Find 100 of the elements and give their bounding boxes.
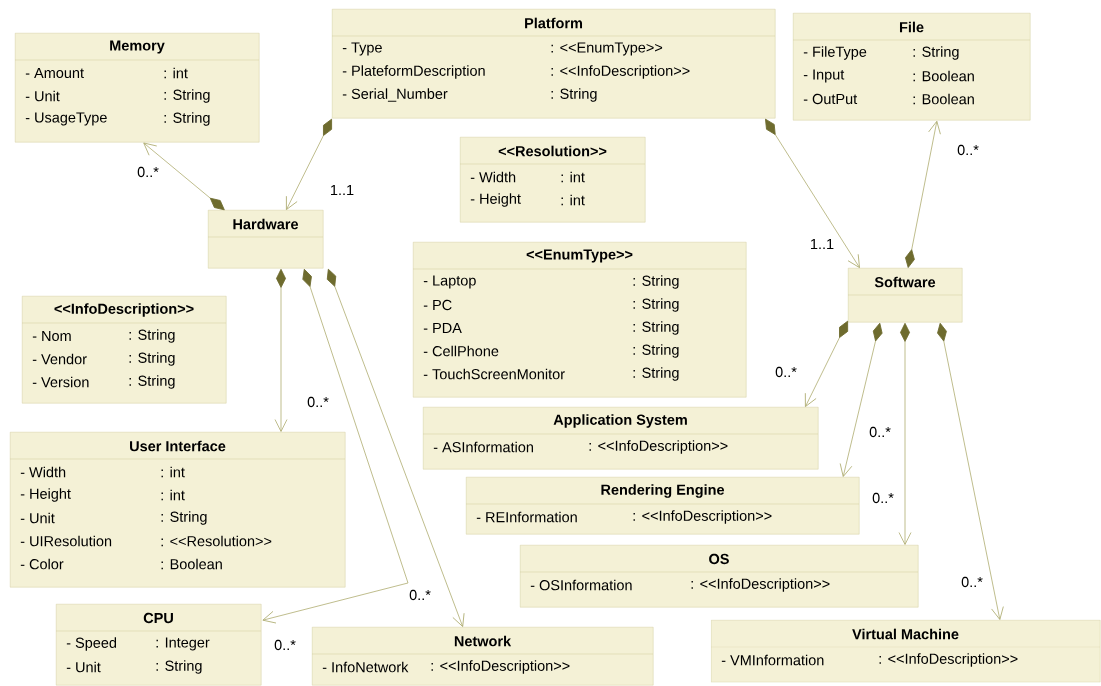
attribute-name: - Type [342, 42, 382, 56]
attribute-type: : String [633, 367, 679, 381]
attribute-type: : String [156, 660, 202, 674]
attribute-type: : String [164, 89, 210, 103]
attribute-name: - Vendor [32, 353, 87, 365]
attribute-type: : <<InfoDescription>> [589, 440, 728, 454]
multiplicity-label: 0..* [960, 575, 984, 589]
attribute-name: - OutPut [803, 93, 858, 105]
composition-arrow [765, 118, 860, 269]
class-box [459, 137, 646, 223]
attribute-name: - FileType [803, 46, 867, 60]
attribute-type: : Boolean [913, 70, 974, 82]
class-name: Software [874, 276, 936, 288]
class-name: Network [454, 635, 512, 647]
multiplicity-label: 0..* [306, 395, 330, 409]
class-name: User Interface [130, 440, 226, 452]
attribute-name: - REInformation [476, 511, 577, 523]
attribute-type: : String [633, 344, 679, 358]
attribute-type: : <<InfoDescription>> [551, 65, 690, 79]
class-box [331, 9, 776, 119]
attribute-name: - Unit [66, 661, 101, 673]
class-box [792, 13, 1031, 121]
multiplicity-label: 0..* [868, 425, 892, 439]
attribute-type: : <<EnumType>> [551, 42, 663, 56]
composition-arrow [839, 322, 883, 477]
attribute-name: - PDA [423, 323, 462, 333]
attribute-type: : String [913, 46, 959, 60]
class-name: Rendering Engine [601, 484, 725, 498]
attribute-type: : int [164, 67, 188, 79]
attribute-name: - UsageType [25, 112, 107, 126]
multiplicity-label: 0..* [871, 491, 895, 505]
attribute-name: - ASInformation [433, 441, 533, 453]
attribute-name: - Unit [25, 90, 60, 102]
multiplicity-label: 0..* [774, 365, 798, 379]
attribute-name: - Nom [32, 330, 71, 342]
attribute-name: - Laptop [423, 275, 476, 289]
multiplicity-label: 0..* [136, 165, 160, 179]
class-name: Platform [525, 17, 582, 29]
attribute-name: - TouchScreenMonitor [423, 368, 565, 380]
attribute-name: - Unit [20, 512, 55, 524]
composition-arrow [262, 268, 409, 624]
attribute-name: - Version [32, 376, 89, 388]
attribute-name: - Amount [25, 67, 84, 79]
attribute-type: : Boolean [161, 558, 222, 570]
class-name: CPU [143, 612, 173, 624]
attribute-name: - OSInformation [530, 579, 632, 591]
attribute-type: : int [161, 466, 185, 478]
class-box [9, 432, 346, 588]
attribute-name: - CellPhone [423, 345, 499, 357]
class-box [847, 268, 963, 323]
composition-arrow [898, 322, 912, 545]
attribute-name: - Color [20, 558, 64, 570]
composition-arrow [937, 322, 1004, 620]
attribute-name: - Width [20, 466, 66, 478]
attribute-type: : String [164, 112, 210, 126]
class-name: <<InfoDescription>> [54, 303, 194, 317]
attribute-type: : <<InfoDescription>> [431, 660, 570, 674]
class-box [14, 33, 260, 143]
class-name: <<Resolution>> [498, 145, 607, 157]
attribute-name: - VMInformation [721, 654, 824, 666]
class-box [55, 604, 262, 686]
composition-arrow [804, 320, 849, 407]
attribute-name: - Serial_Number [342, 88, 448, 102]
class-name: <<EnumType>> [526, 249, 633, 263]
attribute-type: : String [633, 298, 679, 312]
multiplicity-label: 0..* [273, 638, 297, 652]
class-box [21, 296, 227, 404]
multiplicity-label: 0..* [408, 588, 432, 602]
composition-arrow [905, 120, 941, 268]
composition-arrow [286, 118, 332, 210]
class-name: OS [709, 553, 729, 565]
multiplicity-label: 1..1 [808, 238, 836, 250]
attribute-name: - Width [470, 171, 516, 183]
attribute-type: : String [633, 321, 679, 335]
attribute-type: : int [161, 489, 185, 501]
attribute-name: - Height [20, 488, 71, 502]
attribute-name: - Height [470, 193, 521, 207]
attribute-type: : String [129, 329, 175, 343]
class-box [311, 627, 654, 686]
attribute-type: : String [129, 375, 175, 389]
class-box [519, 545, 919, 608]
composition-arrow [143, 142, 225, 211]
multiplicity-label: 1..1 [328, 184, 356, 196]
attribute-type: : <<InfoDescription>> [633, 510, 772, 524]
attribute-type: : String [161, 511, 207, 525]
attribute-type: : Integer [156, 637, 210, 651]
attribute-name: - PC [423, 299, 452, 311]
attribute-name: - Input [803, 69, 845, 83]
class-box [412, 242, 747, 398]
attribute-type: : String [129, 352, 175, 366]
class-name: Application System [553, 414, 687, 428]
attribute-name: - PlateformDescription [342, 65, 485, 79]
composition-arrow [326, 268, 465, 627]
attribute-name: - UIResolution [20, 535, 112, 547]
class-name: Virtual Machine [852, 628, 959, 640]
class-box [422, 407, 819, 470]
class-name: File [900, 21, 924, 33]
attribute-type: : <<Resolution>> [161, 535, 272, 547]
class-box [710, 620, 1101, 683]
attribute-type: : int [561, 194, 585, 206]
